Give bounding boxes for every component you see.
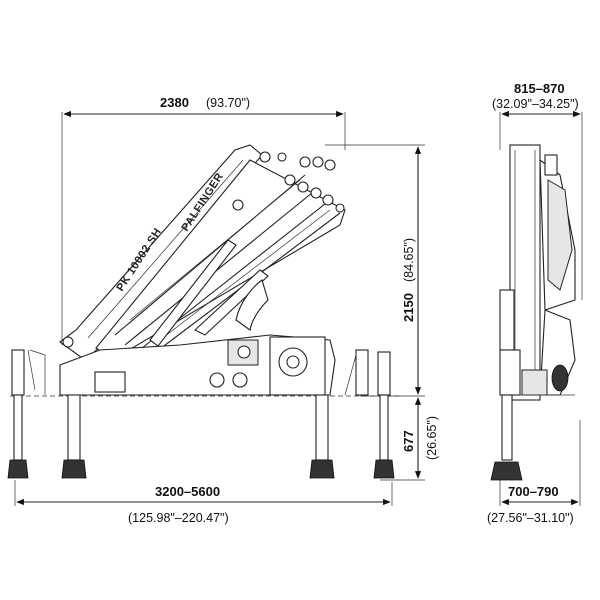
outrigger-right-inner	[309, 394, 335, 479]
height-value: 2150	[401, 293, 416, 322]
base-width-inches: (27.56"–31.10")	[487, 511, 574, 525]
below-base-value: 677	[401, 430, 416, 452]
front-outrigger	[490, 394, 523, 481]
base-width-value: 700–790	[508, 484, 559, 499]
outrigger-span-inches: (125.98"–220.47")	[128, 511, 229, 525]
below-base-inches: (26.65")	[425, 416, 439, 460]
outrigger-span-value: 3200–5600	[155, 484, 220, 499]
outrigger-right-outer	[344, 349, 395, 479]
top-width-value: 815–870	[514, 81, 565, 96]
front-view: 815–870 (32.09"–34.25") 700–790 (27.56"–…	[487, 81, 583, 525]
height-inches: (84.65")	[402, 238, 416, 282]
outrigger-left-outer	[7, 349, 46, 479]
reach-width-value: 2380	[160, 95, 189, 110]
crane-base	[59, 334, 336, 435]
crane-boom: PK 10002 SH PALFINGER	[59, 144, 346, 361]
side-view: PK 10002 SH PALFINGER	[7, 95, 439, 525]
top-width-inches: (32.09"–34.25")	[492, 97, 579, 111]
outrigger-left-inner	[61, 394, 87, 479]
crane-front-body	[499, 144, 576, 401]
reach-width-inches: (93.70")	[206, 96, 250, 110]
